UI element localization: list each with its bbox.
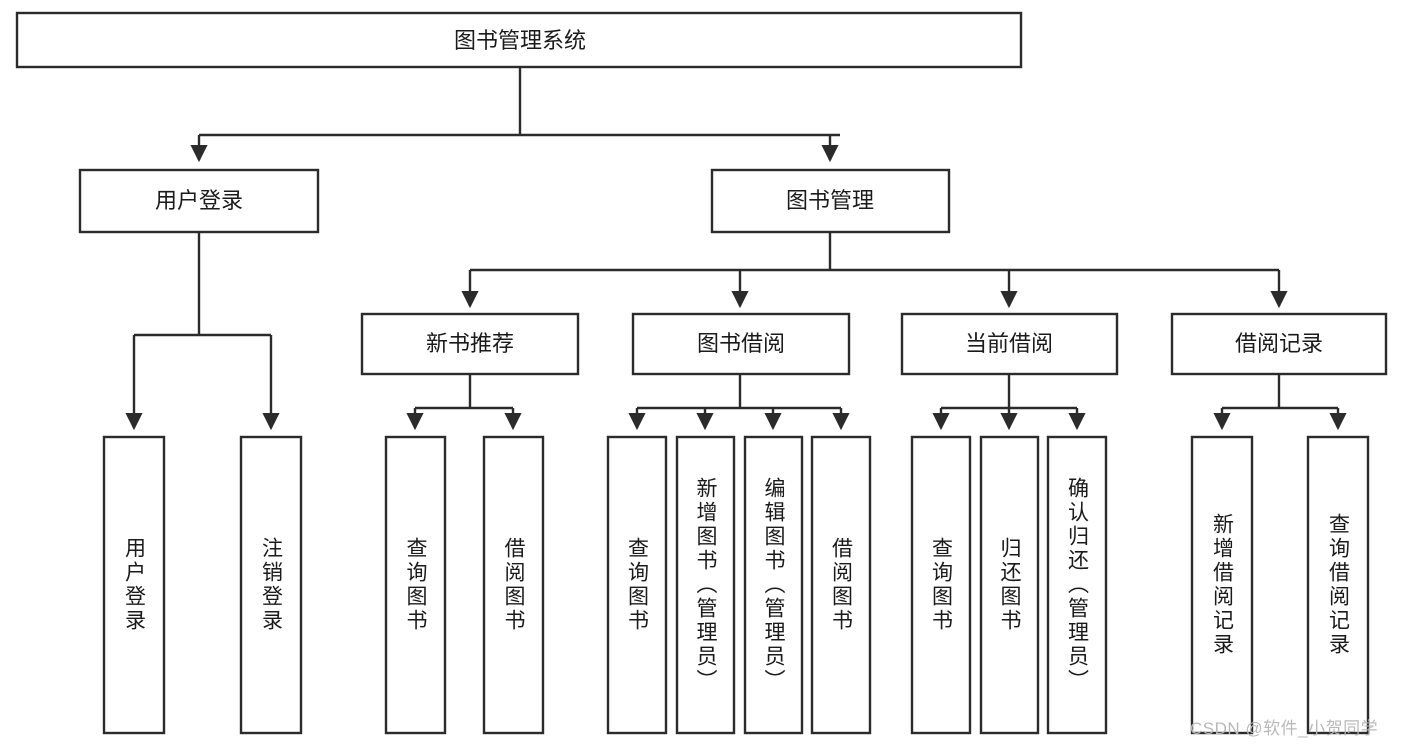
connector-borrow-to-leaves: [628, 374, 850, 431]
node-book-management[interactable]: 图书管理: [710, 168, 951, 234]
connector-current-to-leaves: [932, 374, 1086, 431]
node-leaf-confirm-return[interactable]: [1046, 435, 1108, 735]
node-leaf-borrow-book-1[interactable]: [482, 435, 545, 735]
connector-newbook-to-leaves: [406, 374, 522, 431]
node-leaf-user-logout[interactable]: [239, 435, 303, 735]
node-user-login[interactable]: 用户登录: [78, 168, 320, 234]
node-borrow-records-label: 借阅记录: [1235, 331, 1323, 356]
csdn-watermark: CSDN @软件_小贺同学: [1190, 719, 1379, 738]
node-leaf-user-login[interactable]: [102, 435, 166, 735]
node-current-borrow[interactable]: 当前借阅: [900, 312, 1119, 376]
node-root-label: 图书管理系统: [454, 28, 586, 53]
node-leaf-query-record[interactable]: [1306, 435, 1370, 735]
node-leaf-query-book-3[interactable]: [910, 435, 972, 735]
node-leaf-borrow-book-2[interactable]: [810, 435, 872, 735]
node-new-book-recommend-label: 新书推荐: [426, 331, 514, 356]
node-leaf-add-book[interactable]: [675, 435, 736, 735]
node-book-borrow[interactable]: 图书借阅: [631, 312, 851, 376]
node-book-borrow-label: 图书借阅: [697, 331, 785, 356]
node-book-management-label: 图书管理: [786, 188, 874, 213]
node-leaf-add-record[interactable]: [1190, 435, 1254, 735]
node-user-login-label: 用户登录: [155, 188, 243, 213]
node-leaf-query-book-2[interactable]: [606, 435, 668, 735]
node-root[interactable]: 图书管理系统: [15, 11, 1023, 69]
node-current-borrow-label: 当前借阅: [965, 331, 1053, 356]
connector-bookmgmt-to-level3: [461, 232, 1288, 309]
node-new-book-recommend[interactable]: 新书推荐: [360, 312, 580, 376]
node-leaf-return-book[interactable]: [979, 435, 1040, 735]
node-borrow-records[interactable]: 借阅记录: [1170, 312, 1388, 376]
connector-records-to-leaves: [1213, 374, 1347, 431]
connector-root-to-level2: [190, 67, 840, 163]
connector-login-to-leaves: [125, 232, 280, 431]
node-leaf-edit-book[interactable]: [743, 435, 804, 735]
node-leaf-query-book-1[interactable]: [384, 435, 447, 735]
